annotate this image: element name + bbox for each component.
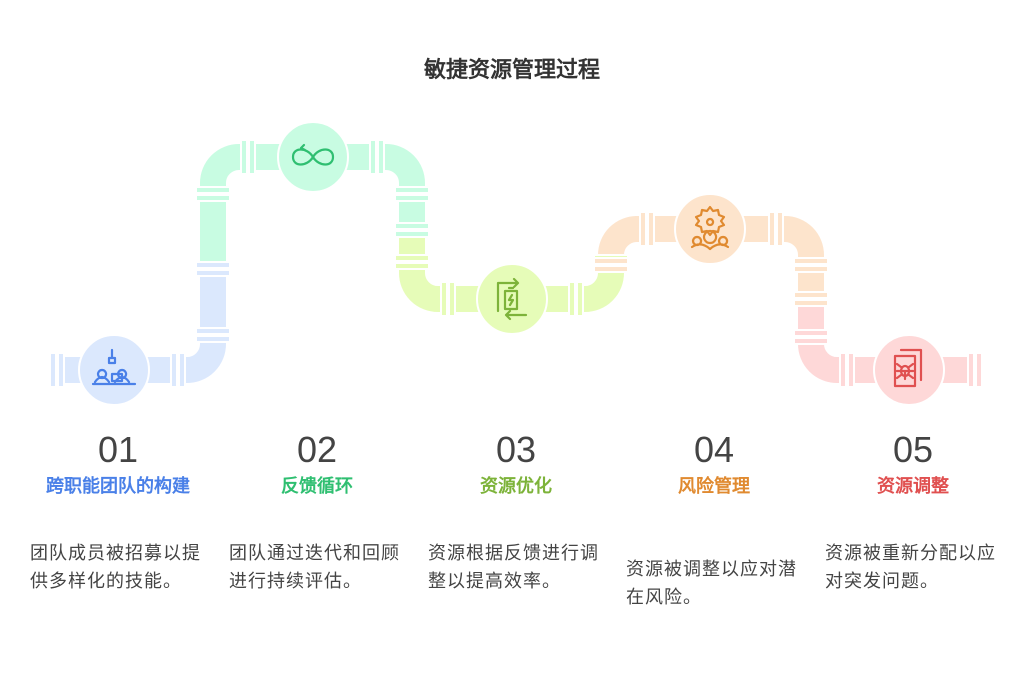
step-3: 03 资源优化 资源根据反馈进行调整以提高效率。 bbox=[428, 428, 604, 596]
step-2: 02 反馈循环 团队通过迭代和回顾进行持续评估。 bbox=[229, 428, 405, 596]
step-number: 01 bbox=[97, 429, 139, 470]
step-number: 03 bbox=[495, 429, 537, 470]
step-description: 团队成员被招募以提供多样化的技能。 bbox=[30, 543, 201, 592]
step-number: 02 bbox=[296, 429, 338, 470]
step-title: 风险管理 bbox=[678, 476, 750, 497]
team-recruit-icon bbox=[91, 348, 137, 386]
step-5: 05 资源调整 资源被重新分配以应对突发问题。 bbox=[825, 428, 1001, 596]
step-node-4 bbox=[674, 193, 746, 265]
step-4: 04 风险管理 资源被调整以应对潜在风险。 bbox=[626, 428, 802, 612]
step-description: 资源被重新分配以应对突发问题。 bbox=[825, 543, 996, 592]
step-number: 04 bbox=[693, 429, 735, 470]
step-number: 05 bbox=[892, 429, 934, 470]
step-node-1 bbox=[78, 334, 150, 406]
step-title: 跨职能团队的构建 bbox=[46, 476, 190, 497]
step-title: 资源优化 bbox=[480, 476, 552, 497]
step-description: 资源根据反馈进行调整以提高效率。 bbox=[428, 543, 599, 592]
step-1: 01 跨职能团队的构建 团队成员被招募以提供多样化的技能。 bbox=[30, 428, 206, 596]
pipe-segment-5 bbox=[798, 298, 970, 383]
pipe-segment-1 bbox=[52, 268, 226, 383]
step-node-2 bbox=[277, 121, 349, 193]
step-title: 资源调整 bbox=[877, 476, 949, 497]
step-description: 资源被调整以应对潜在风险。 bbox=[626, 559, 797, 608]
step-title: 反馈循环 bbox=[281, 476, 353, 497]
diagram-title: 敏捷资源管理过程 bbox=[423, 58, 600, 83]
gear-people-icon bbox=[690, 205, 730, 251]
bug-document-icon bbox=[893, 348, 923, 388]
step-description: 团队通过迭代和回顾进行持续评估。 bbox=[229, 543, 400, 592]
battery-refresh-icon bbox=[496, 277, 528, 321]
step-node-5 bbox=[873, 334, 945, 406]
step-node-3 bbox=[476, 263, 548, 335]
infinity-loop-icon bbox=[291, 143, 335, 166]
